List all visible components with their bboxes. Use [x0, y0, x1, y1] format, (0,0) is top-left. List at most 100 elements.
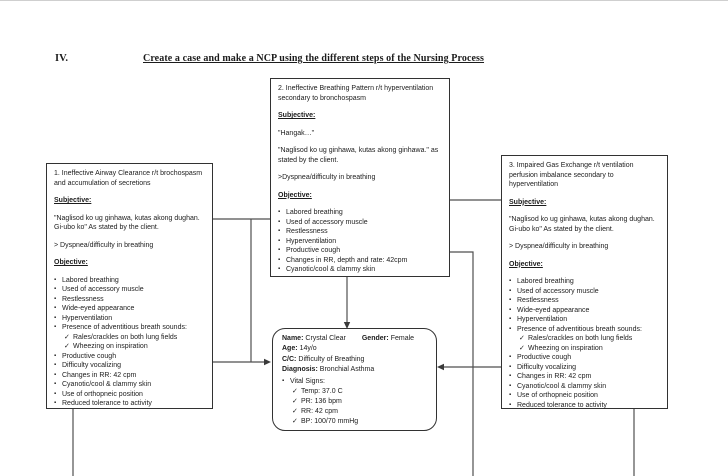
- square-bullet-icon: ▪: [509, 297, 512, 303]
- square-bullet-icon: ▪: [509, 316, 512, 322]
- item-text: Hyperventilation: [517, 316, 568, 323]
- square-bullet-icon: ▪: [278, 256, 281, 263]
- diagnosis-title: 1. Ineffective Airway Clearance r/t broc…: [54, 170, 203, 187]
- item-text: Difficulty vocalizing: [62, 362, 122, 369]
- square-bullet-icon: ▪: [54, 295, 57, 302]
- item-text: Temp: 37.0 C: [301, 387, 343, 395]
- square-bullet-icon: ▪: [54, 381, 57, 387]
- square-bullet-icon: ▪: [54, 286, 57, 292]
- square-bullet-icon: ▪: [282, 377, 285, 384]
- field-label: C/C:: [282, 355, 297, 363]
- item-text: Changes in RR: 42 cpm: [517, 373, 592, 380]
- item-text: Presence of adventitious breath sounds:: [62, 324, 187, 331]
- check-item: ✓Wheezing on inspiration: [509, 344, 660, 354]
- item-text: Wheezing on inspiration: [73, 343, 148, 350]
- square-bullet-icon: ▪: [509, 382, 512, 389]
- field-value: 14y/o: [299, 345, 317, 353]
- item-text: Use of orthopneic position: [62, 390, 143, 398]
- field-value: Crystal Clear: [305, 335, 346, 342]
- checkmark-icon: ✓: [292, 417, 298, 425]
- patient-field-row: Age:14y/o: [282, 344, 427, 354]
- item-text: Productive cough: [517, 354, 572, 361]
- item-text: Labored breathing: [286, 209, 343, 216]
- objective-heading: Objective:: [509, 260, 543, 268]
- checkmark-icon: ✓: [519, 344, 525, 352]
- check-item: ✓Rales/crackles on both lung fields: [509, 334, 660, 344]
- square-bullet-icon: ▪: [278, 237, 281, 244]
- item-text: Rales/crackles on both lung fields: [528, 335, 633, 342]
- check-item: ✓PR: 136 bpm: [282, 397, 427, 407]
- subjective-section: "Hangak…" "Naglisod ko ug ginhawa, kutas …: [278, 129, 442, 183]
- bullet-item: ▪Labored breathing: [509, 277, 660, 287]
- field-value: Difficulty of Breathing: [298, 355, 365, 363]
- square-bullet-icon: ▪: [54, 390, 57, 397]
- square-bullet-icon: ▪: [278, 209, 281, 215]
- square-bullet-icon: ▪: [54, 276, 57, 283]
- field-value: Bronchial Asthma: [319, 366, 375, 374]
- patient-field: Gender:Female: [362, 334, 414, 344]
- square-bullet-icon: ▪: [54, 305, 57, 311]
- square-bullet-icon: ▪: [509, 287, 512, 294]
- item-text: Restlessness: [517, 297, 559, 304]
- item-text: Changes in RR, depth and rate: 42cpm: [286, 256, 408, 264]
- bullet-item: ▪Restlessness: [278, 227, 442, 237]
- square-bullet-icon: ▪: [54, 324, 57, 330]
- checkmark-icon: ✓: [519, 335, 525, 342]
- bullet-item: ▪Changes in RR: 42 cpm: [509, 372, 660, 382]
- item-text: Productive cough: [286, 247, 341, 254]
- paragraph: "Hangak…": [278, 129, 315, 137]
- bullet-item: ▪ Cyanotic/cool & clammy skin: [509, 382, 660, 392]
- item-text: Use of orthopneic position: [517, 392, 598, 399]
- item-text: Hyperventilation: [62, 314, 113, 322]
- bullet-item: ▪Vital Signs:: [282, 377, 427, 387]
- square-bullet-icon: ▪: [54, 352, 57, 359]
- nursing-diagnosis-box-3: 3. Impaired Gas Exchange r/t ventilation…: [501, 155, 668, 409]
- nursing-diagnosis-box-1: 1. Ineffective Airway Clearance r/t broc…: [46, 163, 213, 409]
- objective-heading: Objective:: [278, 191, 312, 199]
- item-text: Restlessness: [286, 228, 328, 235]
- objective-list: ▪ Labored breathing ▪ Used of accessory mus…: [54, 276, 205, 409]
- arrowhead-into-patient-right-icon: [437, 363, 444, 371]
- arrowhead-into-patient-left-icon: [264, 358, 271, 366]
- item-text: Productive cough: [62, 352, 117, 360]
- bullet-item: ▪ Changes in RR, depth and rate: 42cpm: [278, 256, 442, 266]
- item-text: Used of accessory muscle: [62, 286, 144, 293]
- item-text: Labored breathing: [62, 276, 119, 284]
- check-item: ✓RR: 42 cpm: [282, 407, 427, 417]
- square-bullet-icon: ▪: [509, 392, 512, 398]
- bullet-item: ▪ Labored breathing: [278, 208, 442, 218]
- item-text: Wide-eyed appearance: [62, 305, 135, 312]
- bullet-item: ▪ Productive cough: [278, 246, 442, 256]
- objective-heading: Objective:: [54, 259, 88, 266]
- check-item: ✓Rales/crackles on both lung fields: [54, 333, 205, 343]
- diagnosis-title: 3. Impaired Gas Exchange r/t ventilation…: [509, 162, 634, 188]
- item-text: Labored breathing: [517, 278, 574, 285]
- check-item: ✓BP: 100/70 mmHg: [282, 417, 427, 427]
- item-text: Reduced tolerance to activity: [517, 401, 607, 409]
- square-bullet-icon: ▪: [509, 306, 512, 313]
- square-bullet-icon: ▪: [278, 247, 281, 253]
- paragraph: "Naglisod ko ug ginhawa, kutas akong gin…: [278, 147, 439, 164]
- bullet-item: ▪Restlessness: [54, 295, 205, 305]
- item-text: Presence of adventitious breath sounds:: [517, 325, 642, 333]
- square-bullet-icon: ▪: [509, 354, 512, 360]
- square-bullet-icon: ▪: [54, 371, 57, 378]
- bullet-item: ▪Reduced tolerance to activity: [54, 399, 205, 409]
- objective-list: ▪Labored breathing▪Used of accessory mus…: [509, 277, 660, 410]
- bullet-item: ▪ Labored breathing: [54, 276, 205, 286]
- patient-field-row: Diagnosis:Bronchial Asthma: [282, 365, 427, 375]
- bullet-item: ▪Reduced tolerance to activity: [509, 401, 660, 411]
- page-top-edge: [0, 0, 728, 1]
- bullet-item: ▪ Use of orthopneic position: [509, 391, 660, 401]
- item-text: Cyanotic/cool & clammy skin: [62, 381, 152, 388]
- paragraph: "Naglisod ko ug ginhawa, kutas akong dug…: [54, 214, 200, 232]
- vital-signs-list: ▪Vital Signs: ✓ Temp: 37.0 C ✓PR: 136 bpm✓R…: [282, 377, 427, 427]
- paragraph: > Dyspnea/difficulty in breathing: [54, 241, 154, 249]
- item-text: Hyperventilation: [286, 237, 337, 245]
- subjective-heading: Subjective:: [54, 197, 92, 204]
- item-text: Cyanotic/cool & clammy skin: [517, 382, 607, 390]
- field-label: Gender:: [361, 335, 389, 342]
- field-value: Female: [390, 335, 415, 342]
